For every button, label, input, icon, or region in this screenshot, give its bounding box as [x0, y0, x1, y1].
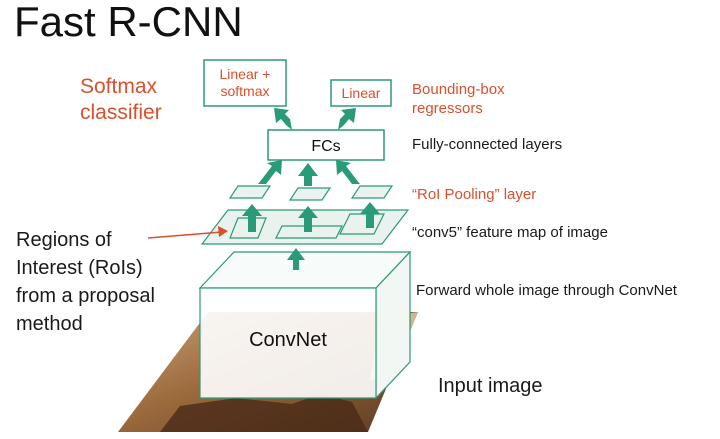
fcs-box: [267, 129, 385, 161]
forward-convnet-label: Forward whole image through ConvNet: [416, 282, 677, 299]
bbox-regressors-label: Bounding-box regressors: [412, 81, 505, 117]
convnet-top-face: [198, 251, 412, 289]
roi-region-center: [275, 225, 343, 239]
linear-softmax-label: Linear + softmax: [219, 66, 271, 99]
input-image-label: Input image: [438, 375, 543, 397]
arrow-fc-to-linear: [338, 108, 356, 130]
arrow-roi-to-pool-right: [360, 202, 380, 228]
fcs-label: FCs: [311, 138, 341, 155]
fully-connected-layers-label: Fully-connected layers: [412, 136, 563, 153]
roi-pooled-feature-left: [228, 185, 272, 199]
roi-region-left: [229, 217, 267, 239]
arrow-pool-to-fc-right: [336, 160, 360, 184]
page-title: Fast R-CNN: [14, 0, 243, 45]
conv5-feature-map-label: “conv5” feature map of image: [412, 224, 608, 241]
arrow-convnet-to-conv5: [287, 248, 305, 270]
roi-pooled-feature-center: [288, 187, 332, 201]
roi-pooling-layer-label: “RoI Pooling” layer: [412, 186, 537, 203]
arrow-roi-to-pool-left: [242, 204, 262, 232]
arrow-pool-to-fc-center: [298, 163, 318, 186]
arrow-roi-to-pool-center: [298, 206, 318, 232]
input-image-horse: [160, 394, 368, 432]
arrow-fc-to-linear-softmax: [274, 108, 292, 130]
softmax-classifier-label: Softmax classifier: [80, 75, 162, 124]
convnet-front-face: [199, 287, 377, 399]
roi-pointer-line: [147, 231, 223, 239]
linear-box: [330, 79, 392, 107]
linear-label: Linear: [341, 85, 381, 101]
roi-pooled-feature-right: [350, 185, 394, 199]
linear-softmax-box: [203, 59, 287, 107]
arrow-pool-to-fc-left: [258, 160, 282, 184]
regions-of-interest-label: Regions of Interest (RoIs) from a propos…: [16, 229, 155, 335]
convnet-label: ConvNet: [249, 329, 327, 351]
roi-pointer-head: [218, 226, 228, 237]
